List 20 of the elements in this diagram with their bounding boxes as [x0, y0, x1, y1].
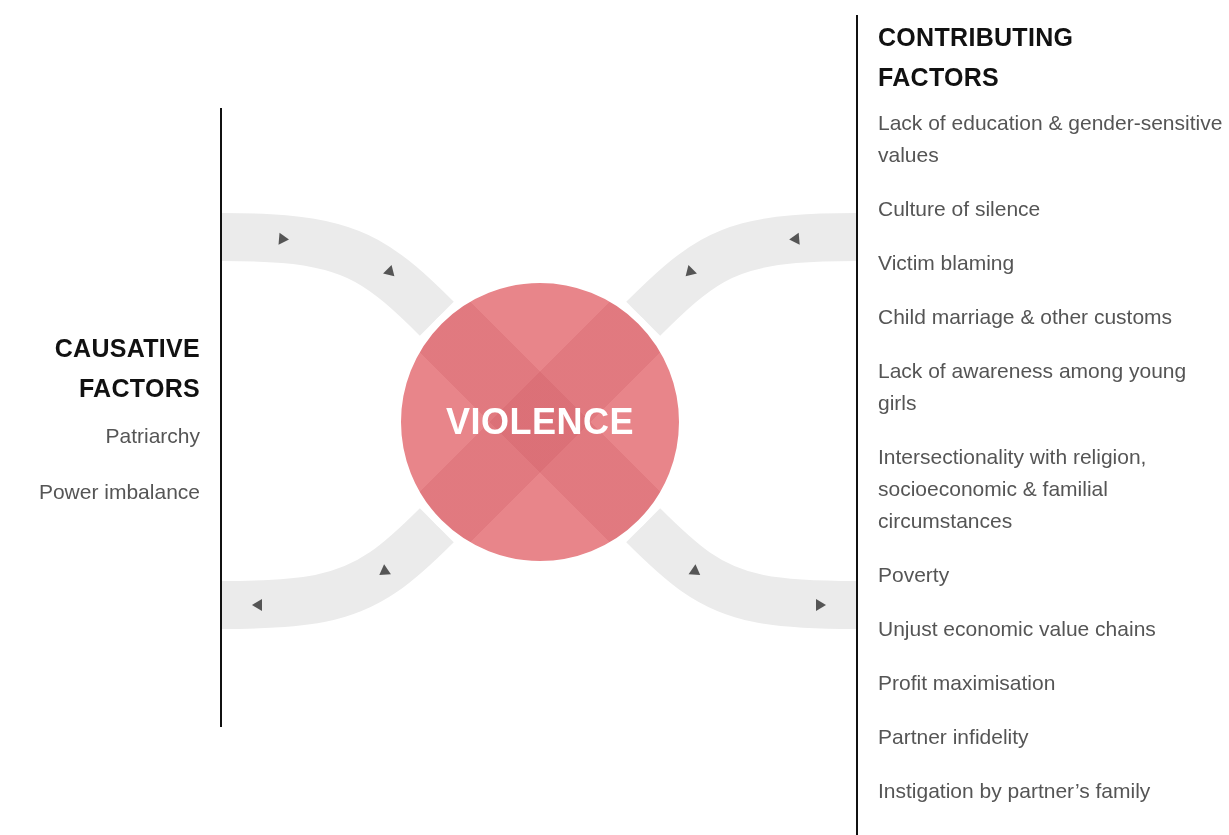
- factor-item: Power imbalance: [38, 479, 200, 505]
- flow-band-arrow: [221, 213, 454, 336]
- flow-band-arrow: [626, 213, 857, 336]
- factor-item: Child marriage & other customs: [878, 304, 1173, 330]
- column-heading: CAUSATIVE FACTORS: [53, 333, 200, 404]
- factor-item: Intersectionality with religion, socioeconomic & familial circumstances: [878, 444, 1148, 534]
- factor-item: Poverty: [878, 562, 950, 588]
- factor-item: Victim blaming: [878, 250, 1015, 276]
- factor-item: Partner infidelity: [878, 724, 1029, 750]
- circle-label: VIOLENCE: [446, 401, 634, 443]
- flow-band-arrow: [626, 508, 857, 629]
- factor-item: Culture of silence: [878, 196, 1041, 222]
- factor-item: Patriarchy: [105, 423, 200, 449]
- factor-item: Instigation by partner’s family: [878, 778, 1151, 804]
- column-heading: CONTRIBUTING FACTORS: [878, 22, 1075, 93]
- factor-item: Unjust economic value chains: [878, 616, 1156, 642]
- factor-item: Lack of awareness among young girls: [878, 358, 1188, 416]
- factor-item: Profit maximisation: [878, 670, 1056, 696]
- flow-band-arrow: [221, 508, 454, 629]
- factor-item: Lack of education & gender-sensitive values: [878, 110, 1223, 168]
